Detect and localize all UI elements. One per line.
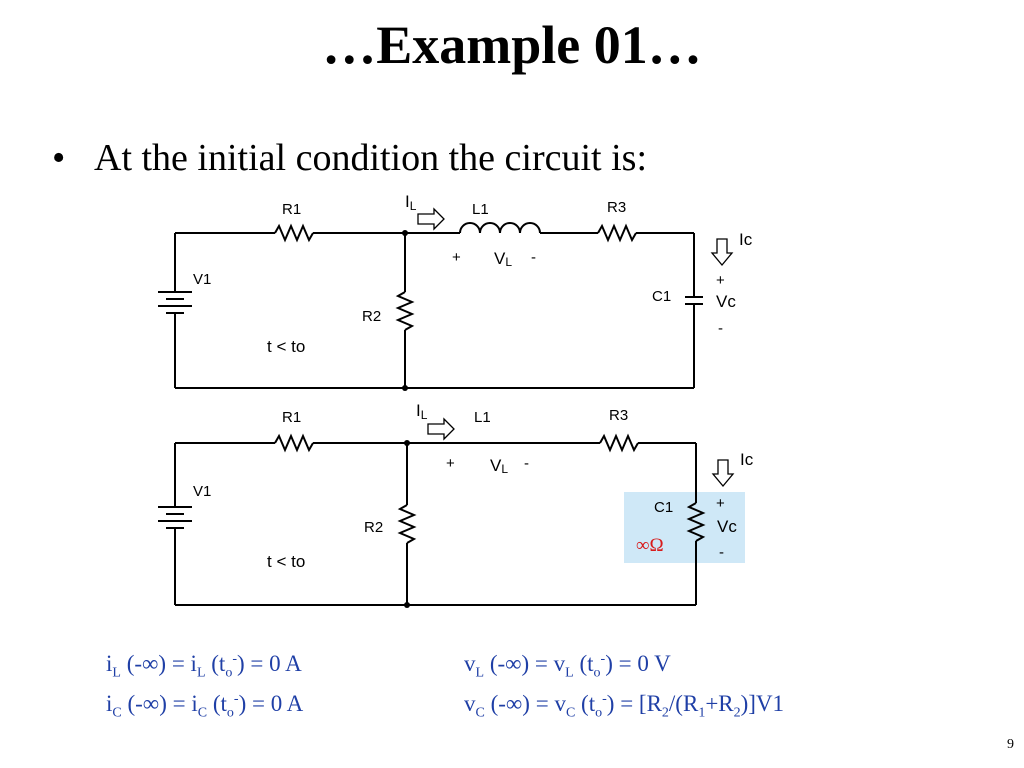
label-r2: R2 [362, 308, 381, 325]
label-plus-c: + [716, 495, 725, 512]
label-vc: Vc [716, 292, 736, 311]
highlight-box [624, 492, 745, 563]
equation-il: iL (-∞) = iL (to-) = 0 A [106, 651, 302, 681]
c1-open-resistor [686, 502, 706, 542]
bullet-item: • At the initial condition the circuit is… [52, 135, 647, 181]
label-ic: Ic [739, 230, 753, 249]
circuit-1 [174, 222, 703, 389]
label-v1: V1 [193, 271, 211, 288]
label-il: IL [416, 401, 428, 422]
label-l1: L1 [474, 409, 491, 426]
label-minus-c: - [718, 320, 723, 337]
r3-resistor [597, 223, 637, 243]
slide-title: …Example 01… [322, 15, 702, 75]
label-minus-l: - [531, 249, 536, 266]
r1-resistor [274, 433, 314, 453]
bullet-text: At the initial condition the circuit is: [94, 137, 648, 179]
node-dot [404, 602, 410, 608]
label-r3: R3 [607, 199, 626, 216]
equation-ic: iC (-∞) = iC (to-) = 0 A [106, 691, 304, 721]
r1-resistor [274, 223, 314, 243]
node-dot [402, 230, 408, 236]
label-r1: R1 [282, 201, 301, 218]
label-vl: VL [494, 249, 512, 269]
node-dot [402, 385, 408, 391]
label-plus-l: + [452, 249, 461, 266]
l1-inductor [459, 222, 541, 234]
label-ic: Ic [740, 450, 754, 469]
bullet-dot: • [52, 137, 66, 179]
label-r2: R2 [364, 519, 383, 536]
label-c1: C1 [654, 499, 673, 516]
r3-resistor [599, 433, 639, 453]
ic-arrow-icon [710, 238, 734, 267]
r2-resistor [397, 504, 417, 544]
label-plus-l: + [446, 455, 455, 472]
ic-arrow-icon [711, 459, 735, 488]
label-time: t < to [267, 552, 305, 571]
circuit-2 [174, 433, 706, 606]
label-plus-c: + [716, 272, 725, 289]
label-r3: R3 [609, 407, 628, 424]
label-c1: C1 [652, 288, 671, 305]
r2-resistor [395, 291, 415, 331]
equation-vl: vL (-∞) = vL (to-) = 0 V [464, 651, 671, 681]
equation-vc: vC (-∞) = vC (to-) = [R2/(R1+R2)]V1 [464, 691, 785, 721]
label-l1: L1 [472, 201, 489, 218]
label-infinite-ohm: ∞Ω [636, 535, 664, 556]
slide-number: 9 [1007, 737, 1014, 752]
label-vc: Vc [717, 517, 737, 536]
label-minus-l: - [524, 455, 529, 472]
label-minus-c: - [719, 544, 724, 561]
label-v1: V1 [193, 483, 211, 500]
label-il: IL [405, 192, 417, 213]
label-vl: VL [490, 456, 508, 476]
label-time: t < to [267, 337, 305, 356]
label-r1: R1 [282, 409, 301, 426]
v1-battery-1 [158, 291, 192, 320]
il-arrow-icon [417, 207, 445, 231]
node-dot [404, 440, 410, 446]
il-arrow-icon [427, 417, 455, 441]
v1-battery-2 [158, 506, 192, 533]
